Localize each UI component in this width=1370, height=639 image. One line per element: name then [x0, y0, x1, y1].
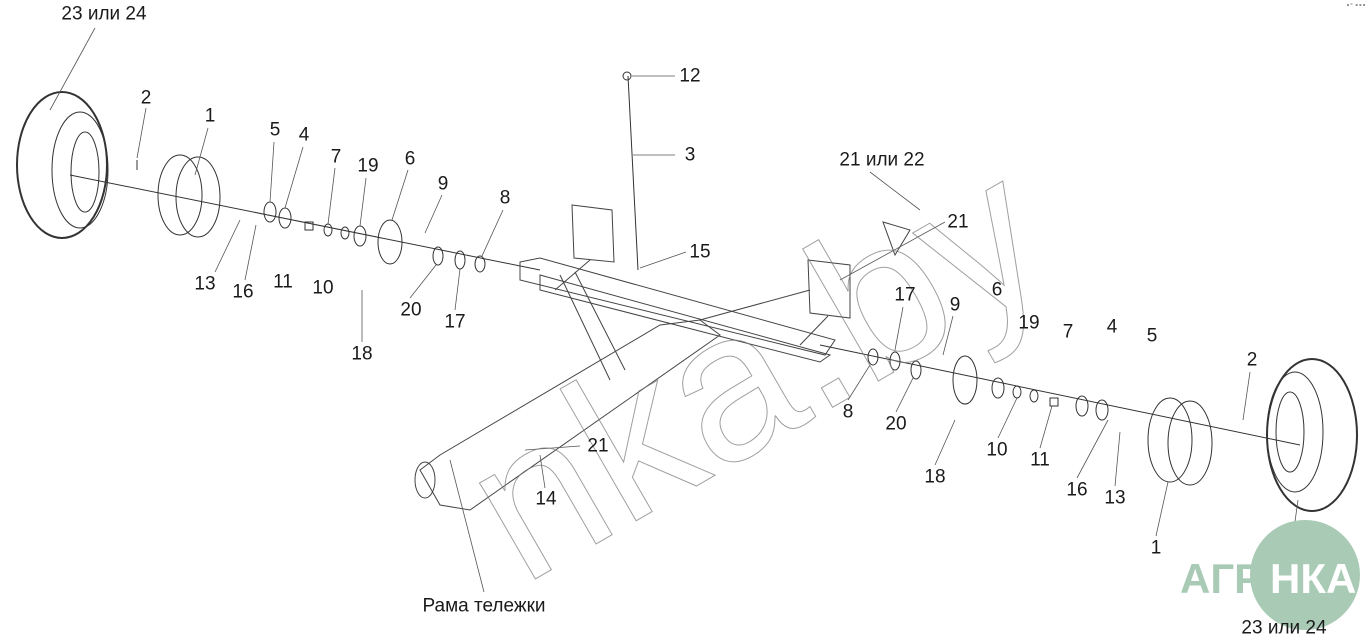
- left-rim: [157, 154, 221, 238]
- label-13: 13: [194, 273, 216, 295]
- right-hub-parts: [867, 348, 1109, 421]
- label-14: 14: [535, 488, 557, 510]
- corner-mark: ∘⁼ ∘∘∘: [1346, 3, 1366, 9]
- label-16-right: 16: [1066, 479, 1088, 501]
- label-7: 7: [330, 146, 342, 168]
- svg-text:АГРО: АГРО: [1180, 555, 1294, 602]
- label-21: 21: [947, 211, 969, 233]
- label-3: 3: [684, 144, 696, 166]
- label-8-right: 8: [842, 401, 854, 423]
- label-2: 2: [140, 87, 152, 109]
- label-19: 19: [357, 155, 379, 177]
- watermark: nka.by: [427, 112, 1081, 626]
- right-rim: [1147, 397, 1213, 486]
- leader-lines: [49, 27, 1299, 616]
- label-7-right: 7: [1062, 321, 1074, 343]
- agronka-logo: АГРО НКА: [1180, 520, 1360, 630]
- label-4: 4: [298, 124, 310, 146]
- left-tire: [16, 91, 109, 239]
- label-1: 1: [204, 105, 216, 127]
- label-10-right: 10: [986, 439, 1008, 461]
- label-21-center: 21: [587, 435, 609, 457]
- label-tire-right: 23 или 24: [1241, 617, 1327, 639]
- right-tire: [1266, 358, 1358, 512]
- label-9: 9: [437, 173, 449, 195]
- rod: [627, 75, 639, 271]
- label-tire-left: 23 или 24: [61, 3, 147, 25]
- label-1-right: 1: [1150, 537, 1162, 559]
- label-2-right: 2: [1246, 349, 1258, 371]
- label-19-right: 19: [1018, 312, 1040, 334]
- label-8: 8: [499, 187, 511, 209]
- label-20: 20: [400, 299, 422, 321]
- label-11-right: 11: [1030, 449, 1050, 471]
- label-6: 6: [404, 148, 416, 170]
- label-20-right: 20: [885, 413, 907, 435]
- label-18: 18: [351, 343, 373, 365]
- label-6-right: 6: [991, 279, 1003, 301]
- svg-text:НКА: НКА: [1270, 555, 1356, 602]
- label-16: 16: [232, 281, 254, 303]
- label-5-right: 5: [1146, 325, 1158, 347]
- label-18-right: 18: [924, 466, 946, 488]
- label-5: 5: [269, 119, 281, 141]
- label-4-right: 4: [1106, 316, 1118, 338]
- frame: [414, 204, 911, 511]
- label-15: 15: [689, 241, 711, 263]
- label-17-right: 17: [894, 284, 916, 306]
- label-10: 10: [312, 277, 334, 299]
- watermark-text: nka.by: [428, 112, 1081, 625]
- label-21-or-22: 21 или 22: [839, 149, 925, 171]
- label-frame: Рама тележки: [422, 595, 546, 617]
- label-17: 17: [444, 311, 466, 333]
- rod-knob: [622, 71, 632, 81]
- label-13-right: 13: [1104, 487, 1126, 509]
- label-9-right: 9: [949, 294, 961, 316]
- label-12: 12: [679, 65, 701, 87]
- label-11: 11: [273, 271, 293, 293]
